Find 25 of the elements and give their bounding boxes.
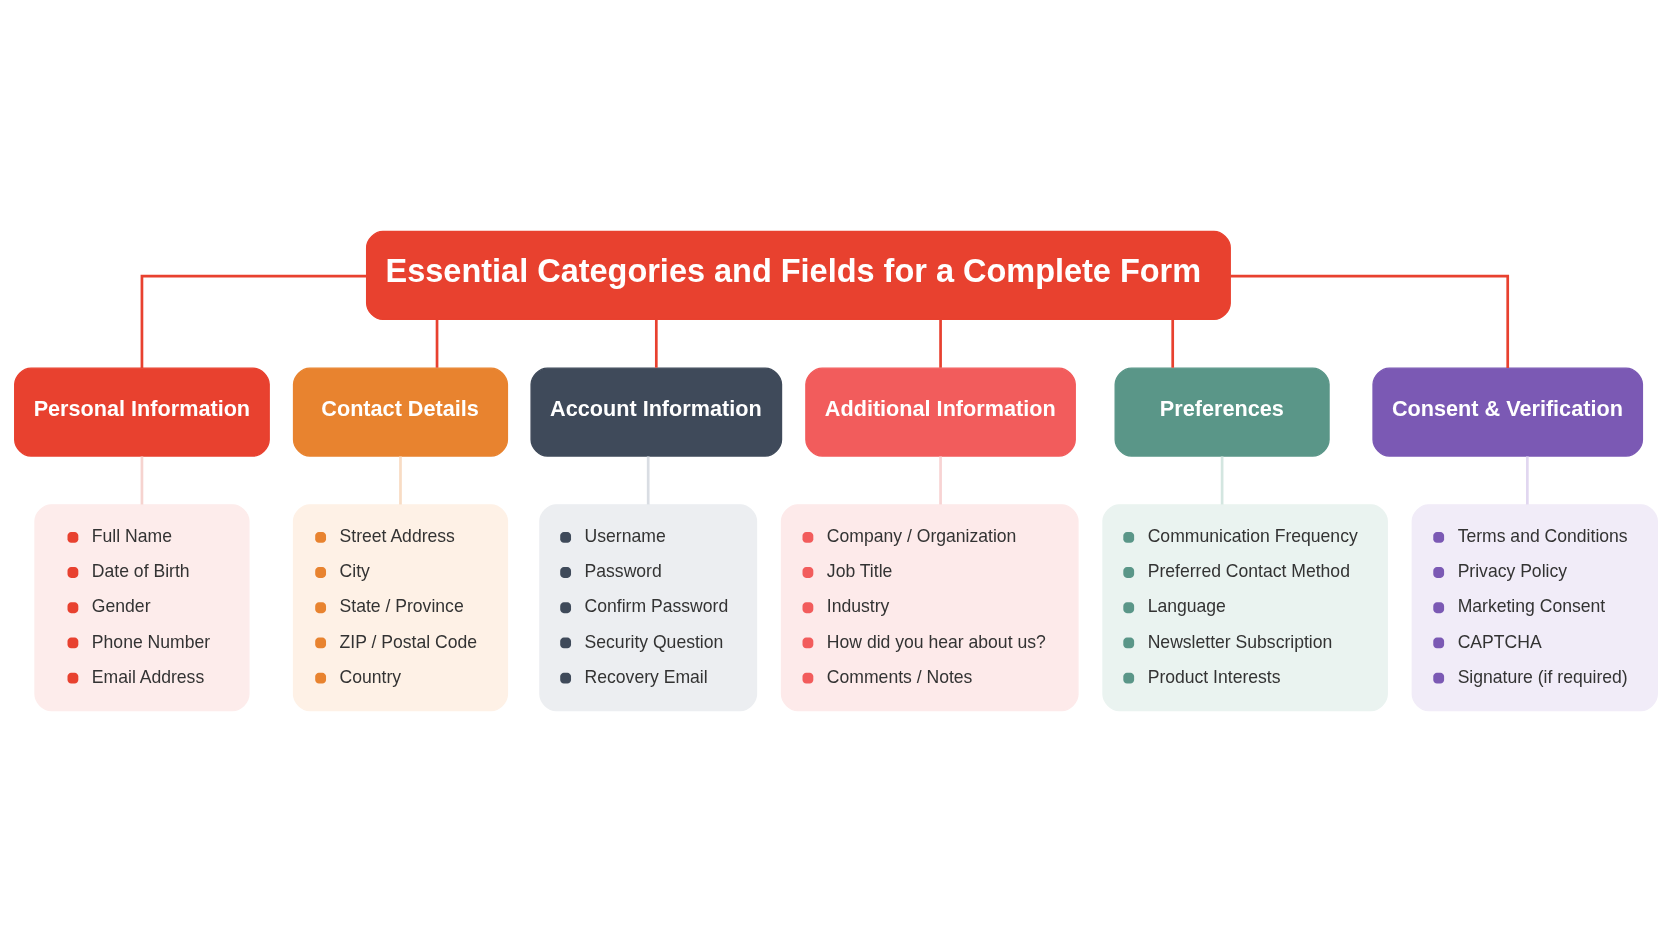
node-box: Company / Organization Job Title Industry How did you hear about us? Comments / Notes <box>780 503 1079 711</box>
connector <box>399 456 402 504</box>
connector <box>435 318 439 368</box>
connector <box>1230 274 1510 368</box>
connector <box>1171 318 1175 368</box>
node-box: Personal Information <box>14 366 270 457</box>
node-box: Contact Details <box>292 366 509 457</box>
connector <box>939 318 942 368</box>
connector <box>646 456 650 504</box>
connector <box>654 318 658 368</box>
node-box: Essential Categories and Fields for a Complete Form <box>365 230 1231 320</box>
node-box: Username Password Confirm Password Security Question Recovery Email <box>539 503 758 711</box>
node-box: Terms and Conditions Privacy Policy Marketing Consent CAPTCHA Signature (if required) <box>1411 503 1658 711</box>
connector <box>939 456 942 504</box>
node-box: Communication Frequency Preferred Contact Method Language Newsletter Subscription Product Interests <box>1102 503 1388 711</box>
connector <box>1526 456 1529 504</box>
node-box: Street Address City State / Province ZIP / Postal Code Country <box>292 503 509 711</box>
node-box: Additional Information <box>805 366 1076 457</box>
connector <box>1220 456 1224 504</box>
connector <box>140 274 367 368</box>
node-box: Full Name Date of Birth Gender Phone Number Email Address <box>34 503 250 711</box>
node-box: Account Information <box>530 366 783 457</box>
connector <box>140 456 144 504</box>
node-box: Preferences <box>1114 366 1330 457</box>
node-box: Consent & Verification <box>1372 366 1644 457</box>
